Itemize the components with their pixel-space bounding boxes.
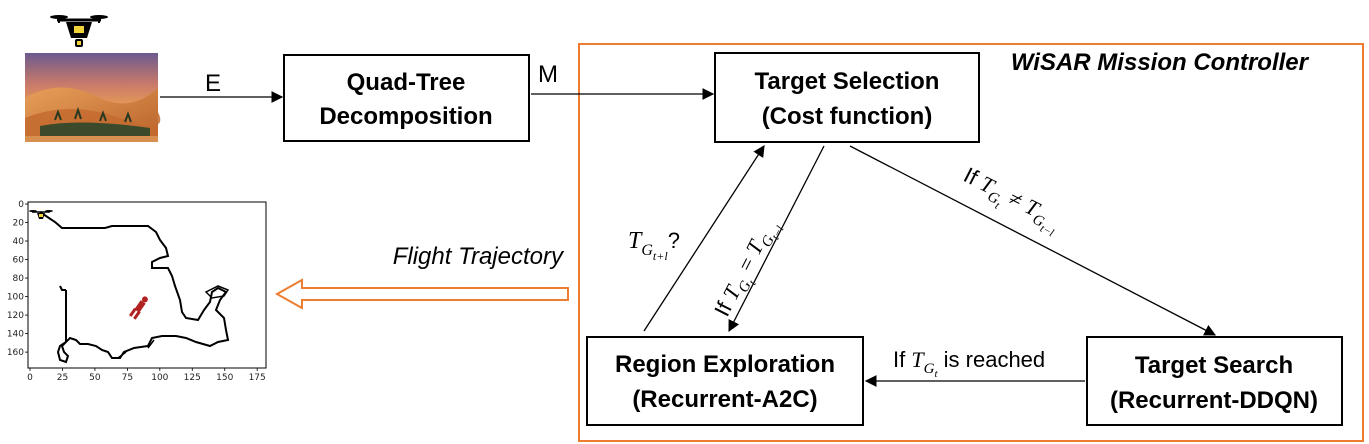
mission-controller-frame [578,43,1364,442]
x-tick-label: 150 [216,373,233,383]
label-if-not-equal: If TGt ≠ TGt−l [955,162,1065,241]
y-tick-label: 100 [7,293,24,303]
y-tick-label: 20 [13,219,25,229]
y-tick-label: 120 [7,311,24,321]
y-tick-label: 40 [13,237,25,247]
label-flight-trajectory: Flight Trajectory [393,243,565,270]
target-selection-line1: Target Selection [755,68,940,95]
plot-y-ticks: 0 20 40 60 80 100 120 140 160 [7,200,28,358]
flight-path [39,211,230,364]
svg-text:TGt+l?: TGt+l? [628,228,680,263]
region-exploration-line2: (Recurrent-A2C) [632,386,817,413]
target-search-line1: Target Search [1135,352,1293,379]
region-exploration-box: Region Exploration (Recurrent-A2C) [586,336,864,426]
y-tick-label: 60 [13,256,25,266]
target-search-line2: (Recurrent-DDQN) [1110,387,1318,414]
label-e: E [205,70,221,97]
target-search-box: Target Search (Recurrent-DDQN) [1086,336,1343,426]
trajectory-plot: 0 25 50 75 100 125 150 175 0 20 40 60 80 100 120 140 16… [7,200,267,383]
controller-title: WiSAR Mission Controller [1011,49,1310,76]
x-tick-label: 100 [151,373,168,383]
label-if-equal: If TGt = TGt−l [709,215,788,325]
plot-drone-icon [29,210,53,219]
arrow-selection-to-search [849,145,1217,336]
drone-icon [50,15,108,47]
x-tick-label: 25 [57,373,68,383]
svg-text:If TGt is reached: If TGt is reached [893,347,1045,382]
quadtree-box: Quad-Tree Decomposition [283,54,530,142]
y-tick-label: 80 [13,274,25,284]
arrow-selection-to-region [728,145,825,333]
label-next-target: TGt+l? [628,228,680,263]
arrow-region-to-selection [643,145,765,332]
x-tick-label: 75 [122,373,133,383]
svg-text:If TGt = TGt: If TGt = TGt−l [709,215,788,325]
flight-path-loop [117,285,230,359]
y-tick-label: 140 [7,330,24,340]
person-icon [129,296,148,320]
plot-x-ticks: 0 25 50 75 100 125 150 175 [27,368,266,383]
x-tick-label: 175 [249,373,266,383]
svg-text:If TGt ≠ TGt: If TGt ≠ TGt−l [955,162,1065,241]
x-tick-label: 0 [27,373,33,383]
target-selection-box: Target Selection (Cost function) [714,52,980,143]
quadtree-line1: Quad-Tree [347,69,466,96]
region-exploration-line1: Region Exploration [615,351,835,378]
desert-landscape-image [25,53,161,142]
target-selection-line2: (Cost function) [762,103,933,130]
quadtree-line2: Decomposition [319,103,492,130]
y-tick-label: 160 [7,348,24,358]
label-m: M [538,61,558,88]
label-if-reached: If TGt is reached [893,347,1045,382]
flight-trajectory-arrow [274,278,569,310]
y-tick-label: 0 [18,200,24,210]
x-tick-label: 50 [89,373,101,383]
x-tick-label: 125 [184,373,201,383]
